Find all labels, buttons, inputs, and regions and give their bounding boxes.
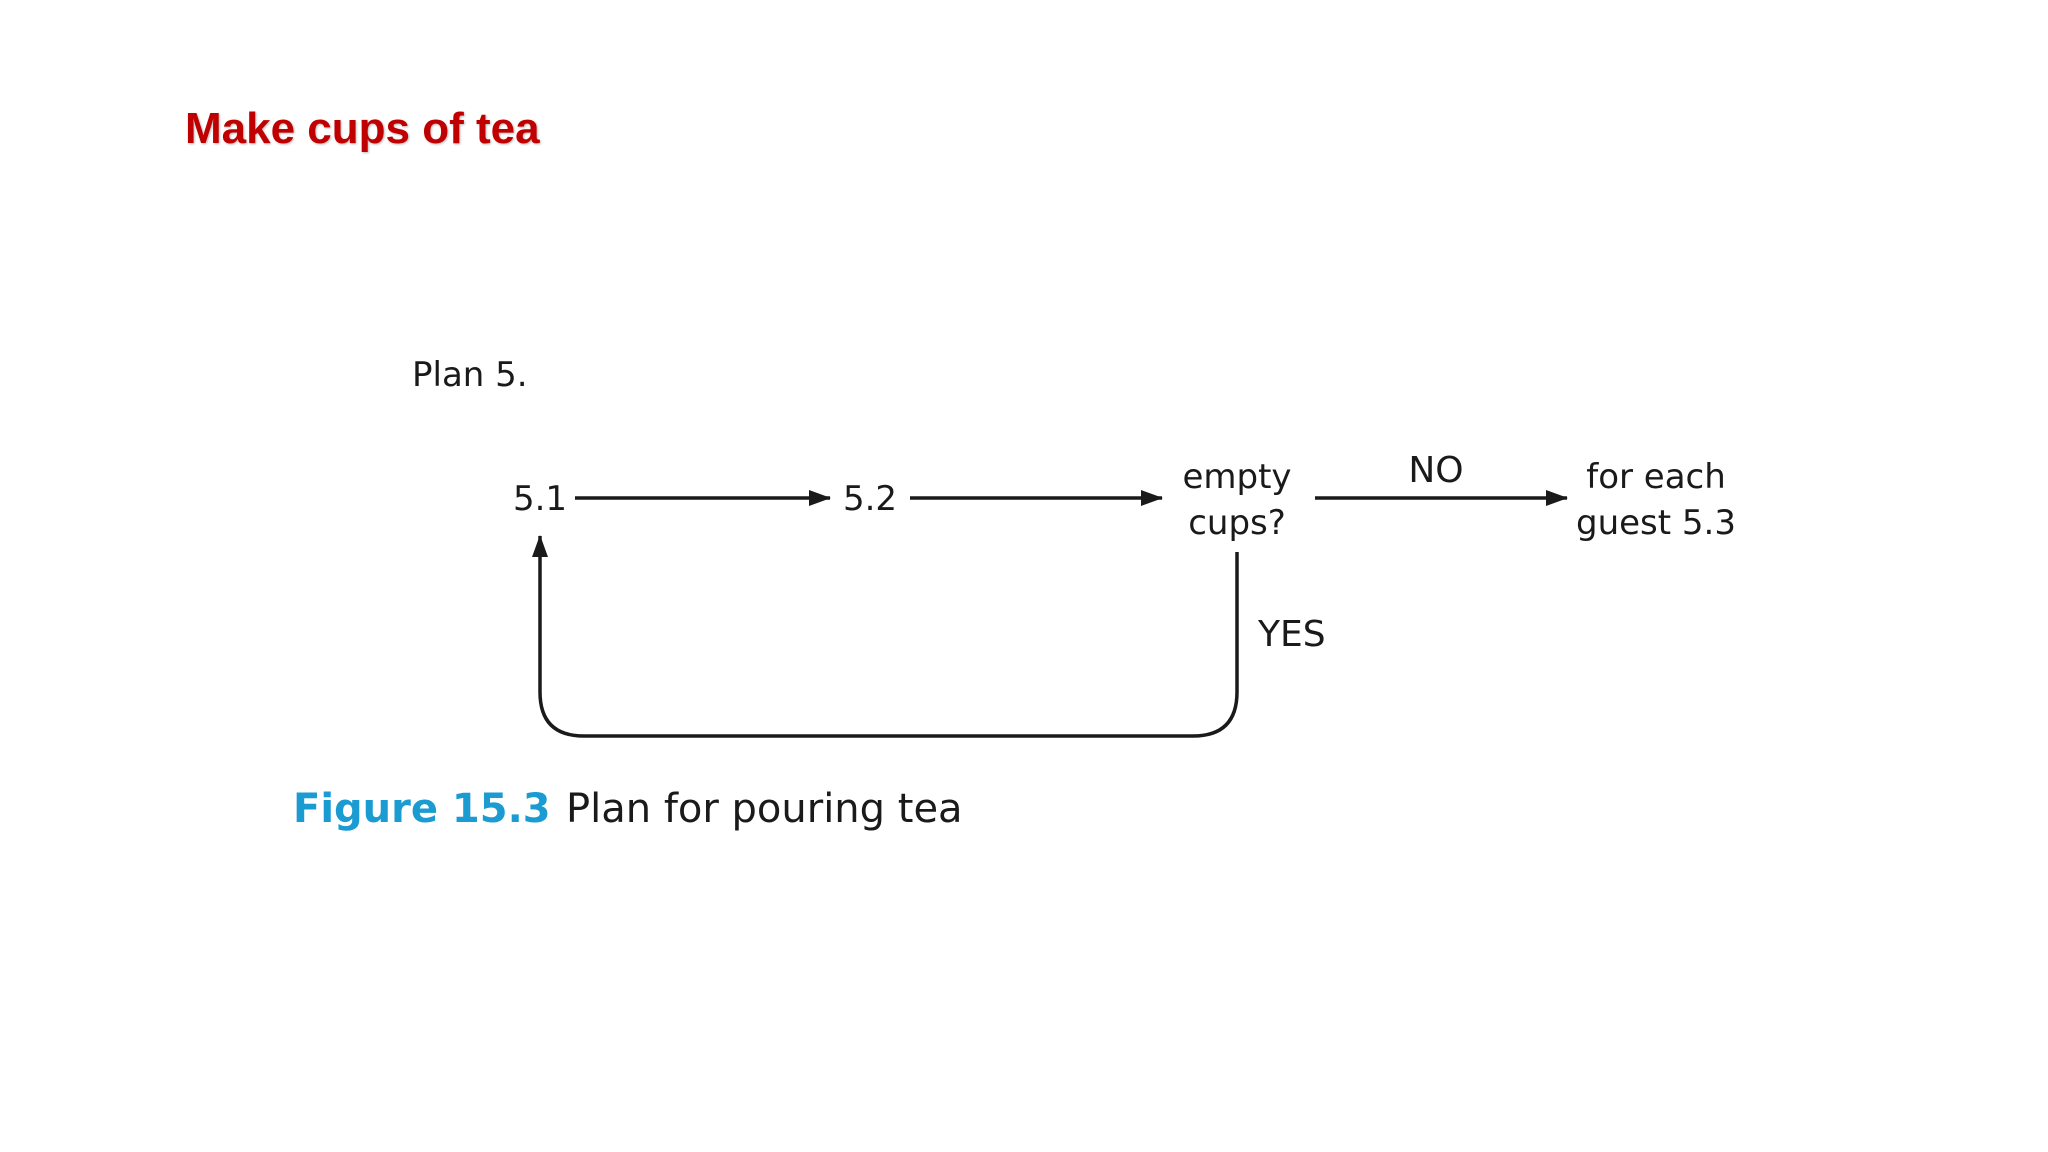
node-5-1: 5.1 bbox=[513, 479, 567, 519]
arrow-yes-loop-back bbox=[532, 535, 1239, 738]
node-5-3-line-2: guest 5.3 bbox=[1576, 503, 1736, 543]
slide-title: Make cups of tea bbox=[185, 104, 540, 153]
plan-label: Plan 5. bbox=[412, 355, 528, 395]
node-5-3: for each guest 5.3 bbox=[1576, 457, 1736, 543]
decision-line-1: empty bbox=[1182, 457, 1291, 497]
edge-label-yes: YES bbox=[1257, 614, 1326, 655]
node-5-2: 5.2 bbox=[843, 479, 897, 519]
decision-node-empty-cups: empty cups? bbox=[1182, 457, 1291, 543]
decision-line-2: cups? bbox=[1188, 503, 1286, 543]
edge-label-no: NO bbox=[1408, 450, 1463, 491]
figure-caption-number: Figure 15.3 bbox=[293, 786, 551, 832]
node-5-3-line-1: for each bbox=[1586, 457, 1726, 497]
figure-caption-text: Plan for pouring tea bbox=[566, 786, 963, 832]
